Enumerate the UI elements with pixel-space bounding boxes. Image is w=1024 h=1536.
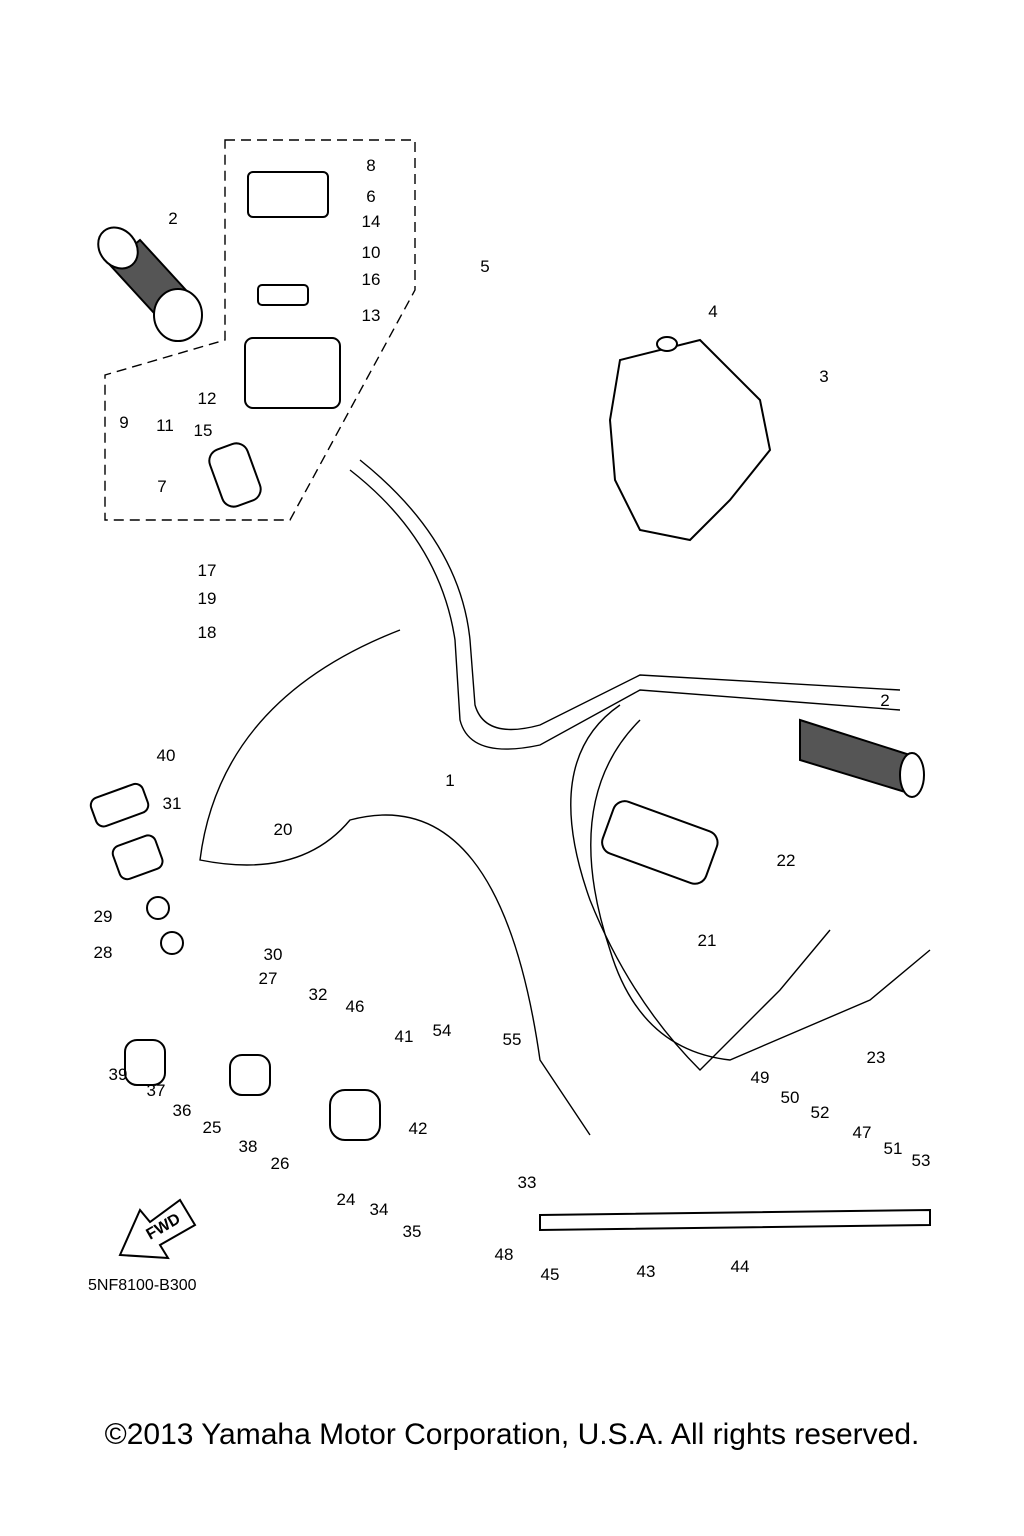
- callout-7: 7: [157, 477, 166, 496]
- copyright-text: ©2013 Yamaha Motor Corporation, U.S.A. A…: [104, 1418, 920, 1451]
- part-29: [146, 896, 170, 920]
- callout-15: 15: [194, 421, 213, 440]
- callout-51: 51: [884, 1139, 903, 1158]
- callout-19: 19: [198, 589, 217, 608]
- callout-6: 6: [366, 187, 375, 206]
- callout-34: 34: [370, 1200, 389, 1219]
- callout-50: 50: [781, 1088, 800, 1107]
- callout-28: 28: [94, 943, 113, 962]
- callout-8: 8: [366, 156, 375, 175]
- callout-36: 36: [173, 1101, 192, 1120]
- callout-11: 11: [156, 416, 174, 435]
- cover-6: [247, 171, 329, 218]
- assembly-5-dashed-outline: [104, 139, 416, 521]
- callout-49: 49: [751, 1068, 770, 1087]
- callout-53: 53: [912, 1151, 931, 1170]
- part-28: [160, 931, 184, 955]
- part-39: [124, 1039, 166, 1086]
- callout-39: 39: [109, 1065, 128, 1084]
- part-40: [89, 782, 150, 828]
- part-31: [111, 834, 164, 881]
- callout-22: 22: [777, 851, 796, 870]
- callout-52: 52: [811, 1103, 830, 1122]
- diagram-shapes: FWD: [89, 139, 931, 1260]
- callout-10: 10: [362, 243, 381, 262]
- callout-25: 25: [203, 1118, 222, 1137]
- throttle-rod-43: [539, 1208, 931, 1232]
- callout-46: 46: [346, 997, 365, 1016]
- callout-38: 38: [239, 1137, 258, 1156]
- callout-44: 44: [731, 1257, 750, 1276]
- callout-55: 55: [503, 1030, 522, 1049]
- callout-45: 45: [541, 1265, 560, 1284]
- callout-31: 31: [163, 794, 182, 813]
- handlebar: [349, 469, 901, 750]
- cable-21: [570, 704, 831, 1071]
- cable-23: [590, 719, 931, 1061]
- callout-4: 4: [708, 302, 717, 321]
- callout-54: 54: [433, 1021, 452, 1040]
- callout-47: 47: [853, 1123, 872, 1142]
- lever-7: [208, 442, 262, 508]
- callout-37: 37: [147, 1081, 166, 1100]
- callout-33: 33: [518, 1173, 537, 1192]
- callout-5: 5: [480, 257, 489, 276]
- callout-21: 21: [698, 931, 717, 950]
- part-25: [229, 1054, 271, 1096]
- lever-plate: [257, 284, 309, 306]
- left-grip: [97, 226, 203, 342]
- callout-14: 14: [362, 212, 381, 231]
- callout-29: 29: [94, 907, 113, 926]
- callout-24: 24: [337, 1190, 356, 1209]
- callout-48: 48: [495, 1245, 514, 1264]
- fwd-arrow-icon: FWD: [118, 1198, 197, 1260]
- part-code: 5NF8100-B300: [88, 1277, 197, 1294]
- callout-35: 35: [403, 1222, 422, 1241]
- callout-17: 17: [198, 561, 217, 580]
- callout-13: 13: [362, 306, 381, 325]
- callout-40: 40: [157, 746, 176, 765]
- callout-12: 12: [198, 389, 217, 408]
- callout-3: 3: [819, 367, 828, 386]
- callout-32: 32: [309, 985, 328, 1004]
- part-22: [601, 800, 719, 885]
- callout-2: 2: [880, 691, 889, 710]
- callout-16: 16: [362, 270, 381, 289]
- lever-housing: [244, 337, 341, 409]
- callout-27: 27: [259, 969, 278, 988]
- callout-26: 26: [271, 1154, 290, 1173]
- callout-9: 9: [119, 413, 128, 432]
- callout-42: 42: [409, 1119, 428, 1138]
- callout-20: 20: [274, 820, 293, 839]
- part-24: [329, 1089, 381, 1141]
- callout-18: 18: [198, 623, 217, 642]
- callout-2: 2: [168, 209, 177, 228]
- callout-30: 30: [264, 945, 283, 964]
- callout-41: 41: [395, 1027, 414, 1046]
- cover-3: [608, 338, 772, 542]
- right-grip: [799, 718, 925, 798]
- callout-43: 43: [637, 1262, 656, 1281]
- cable-20: [199, 629, 591, 1136]
- cap-4: [656, 336, 678, 352]
- callout-23: 23: [867, 1048, 886, 1067]
- callout-1: 1: [445, 771, 454, 790]
